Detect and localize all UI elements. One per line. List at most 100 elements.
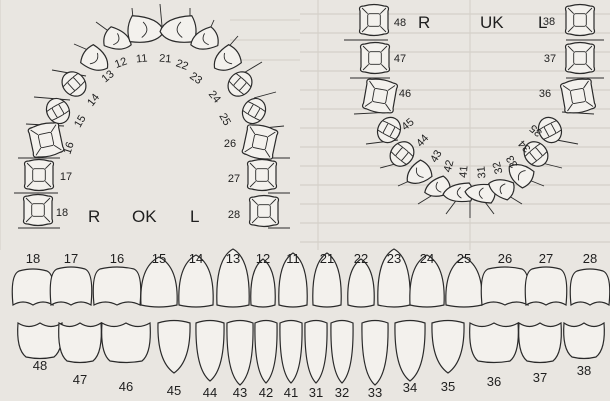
lower-row-number-43: 43 xyxy=(233,385,247,400)
tooth-number-28: 28 xyxy=(228,209,240,221)
tooth-25 xyxy=(238,94,270,128)
lower-row-number-37: 37 xyxy=(533,370,547,385)
tooth-number-12: 12 xyxy=(113,55,129,70)
tooth-47 xyxy=(361,43,390,74)
tooth-21 xyxy=(159,15,197,44)
lower-side-tooth-35 xyxy=(432,321,464,374)
upper-row-number-27: 27 xyxy=(539,251,553,266)
lower-row-number-35: 35 xyxy=(441,379,455,394)
upper-row-number-12: 12 xyxy=(256,251,270,266)
lower-row-number-46: 46 xyxy=(119,379,133,394)
upper-side-tooth-17 xyxy=(50,267,92,305)
lower-side-tooth-32 xyxy=(331,321,353,384)
lower-side-tooth-36 xyxy=(470,323,519,363)
lower-row-number-47: 47 xyxy=(73,372,87,387)
tooth-number-45: 45 xyxy=(400,116,417,133)
tooth-36 xyxy=(560,77,596,115)
upper-row-number-26: 26 xyxy=(498,251,512,266)
tooth-45 xyxy=(373,113,405,146)
tooth-number-11: 11 xyxy=(136,53,148,66)
upper-side-tooth-18 xyxy=(12,269,54,305)
tooth-number-26: 26 xyxy=(224,138,236,150)
upper-row-number-23: 23 xyxy=(387,251,401,266)
tooth-number-22: 22 xyxy=(174,57,190,72)
tooth-38 xyxy=(566,5,595,36)
lower-row-number-33: 33 xyxy=(368,385,382,400)
upper-row-number-16: 16 xyxy=(110,251,124,266)
ok-left-label: L xyxy=(190,207,199,226)
upper-side-tooth-27 xyxy=(525,267,567,305)
tooth-number-17: 17 xyxy=(60,171,72,183)
upper-row-number-13: 13 xyxy=(226,251,240,266)
ok-jaw-label: OK xyxy=(132,207,157,226)
uk-right-label: R xyxy=(418,13,430,32)
lower-row-number-42: 42 xyxy=(259,385,273,400)
upper-side-tooth-26 xyxy=(481,267,529,305)
lower-row-number-41: 41 xyxy=(284,385,298,400)
lower-side-tooth-48 xyxy=(18,323,63,359)
tooth-26 xyxy=(241,123,278,162)
lower-side-tooth-31 xyxy=(305,321,327,384)
lower-side-tooth-46 xyxy=(102,323,151,363)
lower-row-number-48: 48 xyxy=(33,358,47,373)
upper-row-number-18: 18 xyxy=(26,251,40,266)
lower-side-tooth-41 xyxy=(280,321,302,384)
upper-row-number-14: 14 xyxy=(189,251,203,266)
lower-row-number-45: 45 xyxy=(167,383,181,398)
lower-side-tooth-38 xyxy=(564,323,605,359)
lower-side-tooth-47 xyxy=(59,323,102,363)
tooth-28 xyxy=(250,196,279,227)
uk-left-label: L xyxy=(538,13,547,32)
tooth-number-15: 15 xyxy=(72,113,89,130)
tooth-48 xyxy=(360,5,389,36)
upper-side-tooth-22 xyxy=(348,259,374,307)
tooth-number-24: 24 xyxy=(206,89,223,106)
tooth-number-36: 36 xyxy=(539,88,551,100)
upper-jaw-labels: R OK L xyxy=(88,207,199,226)
lower-side-tooth-37 xyxy=(519,323,562,363)
tooth-18 xyxy=(24,195,53,226)
upper-row-number-11: 11 xyxy=(286,251,300,266)
divider-line xyxy=(254,92,276,98)
upper-row-number-25: 25 xyxy=(457,251,471,266)
tooth-number-32: 32 xyxy=(491,160,506,175)
tooth-number-31: 31 xyxy=(476,166,489,179)
lower-side-tooth-44 xyxy=(196,321,224,382)
lower-side-tooth-33 xyxy=(362,321,388,386)
tooth-11 xyxy=(127,15,165,44)
tooth-number-47: 47 xyxy=(394,53,406,65)
tooth-number-25: 25 xyxy=(216,111,233,128)
tooth-number-42: 42 xyxy=(442,159,457,174)
divider-line xyxy=(160,4,162,26)
tooth-37 xyxy=(566,43,595,74)
upper-row-number-21: 21 xyxy=(320,251,334,266)
upper-row-number-24: 24 xyxy=(420,251,434,266)
lower-jaw-labels: R UK L xyxy=(418,13,547,32)
tooth-number-46: 46 xyxy=(399,88,411,100)
lower-teeth-row: 48474645444342413132333435363738 xyxy=(18,321,605,401)
tooth-number-14: 14 xyxy=(85,92,102,109)
tooth-17 xyxy=(25,160,54,191)
tooth-number-18: 18 xyxy=(56,207,68,219)
upper-row-number-15: 15 xyxy=(152,251,166,266)
lower-row-number-44: 44 xyxy=(203,385,217,400)
tooth-16 xyxy=(27,121,64,160)
tooth-number-43: 43 xyxy=(428,148,445,165)
tooth-24 xyxy=(223,67,257,101)
tooth-number-37: 37 xyxy=(544,53,556,65)
upper-row-number-22: 22 xyxy=(354,251,368,266)
tooth-number-48: 48 xyxy=(394,17,406,29)
lower-row-number-34: 34 xyxy=(403,380,417,395)
lower-row-number-36: 36 xyxy=(487,374,501,389)
upper-row-number-17: 17 xyxy=(64,251,78,266)
lower-side-tooth-43 xyxy=(227,321,253,386)
lower-side-tooth-42 xyxy=(255,321,277,384)
upper-side-tooth-28 xyxy=(570,269,610,305)
upper-side-tooth-16 xyxy=(93,267,141,305)
tooth-number-13: 13 xyxy=(100,68,117,85)
